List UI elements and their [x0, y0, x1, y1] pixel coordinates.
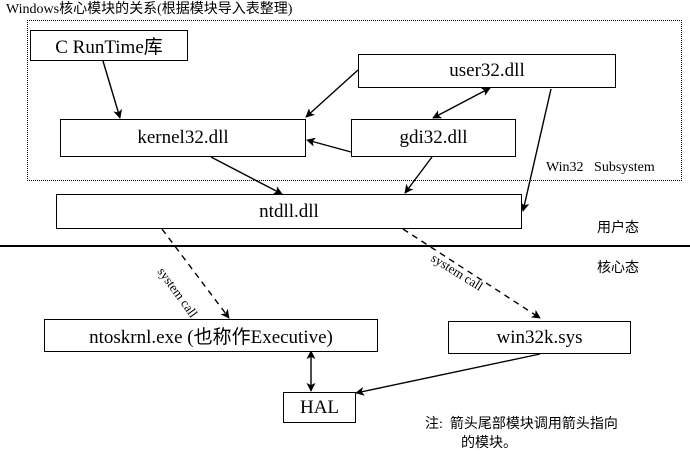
arrow-user32-to-ntdll [520, 88, 552, 212]
win32-subsystem-region [27, 20, 682, 181]
node-gdi32: gdi32.dll [351, 119, 516, 157]
node-user32: user32.dll [358, 54, 616, 88]
node-hal: HAL [283, 392, 356, 423]
arrow-gdi32-to-kernel32 [306, 137, 352, 153]
user-mode-label: 用户态 [597, 221, 639, 236]
note-line-1: 注: 箭头尾部模块调用箭头指向 [425, 417, 618, 432]
arrow-crt-to-kernel32 [102, 60, 122, 119]
node-win32k: win32k.sys [448, 321, 631, 354]
win32-subsystem-label: Win32 Subsystem [546, 160, 655, 175]
note-line-2: 的模块。 [461, 436, 517, 451]
arrow-ntdll-syscall-to-ntoskrnl [161, 228, 230, 319]
arrow-user32-to-kernel32 [305, 69, 359, 118]
node-ntoskrnl: ntoskrnl.exe (也称作Executive) [44, 319, 378, 352]
node-kernel32: kernel32.dll [60, 119, 306, 157]
node-ntdll: ntdll.dll [56, 194, 522, 229]
arrow-win32k-to-hal [355, 353, 541, 396]
diagram-title: Windows核心模块的关系(根据模块导入表整理) [6, 2, 293, 17]
arrow-gdi32-user32-bidirectional [432, 87, 491, 119]
arrow-ntdll-syscall-to-win32k [402, 228, 541, 319]
node-crt: C RunTime库 [30, 30, 188, 61]
user-kernel-divider [0, 245, 690, 247]
kernel-mode-label: 核心态 [597, 261, 639, 276]
arrow-gdi32-to-ntdll [404, 156, 433, 194]
arrow-kernel32-to-ntdll [210, 156, 283, 195]
